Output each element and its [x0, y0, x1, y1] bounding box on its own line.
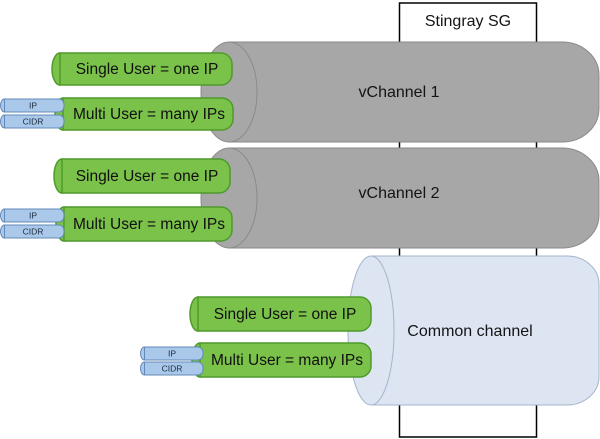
- group3-ip-label: IP: [168, 349, 176, 359]
- vchannel2-label: vChannel 2: [359, 185, 440, 202]
- common-channel-cylinder-body: [370, 255, 600, 406]
- group2-single-user-pipe-body: [61, 158, 231, 194]
- group2-single-user-label: Single User = one IP: [76, 168, 219, 185]
- group2-cidr-label: CIDR: [23, 227, 44, 237]
- group3-single-user-pipe-body: [197, 296, 372, 332]
- group2-cidr-pipe-body: [4, 224, 65, 239]
- group1-cidr-label: CIDR: [23, 117, 44, 127]
- vchannel1-label: vChannel 1: [359, 84, 440, 101]
- group1-single-user-pipe-body: [59, 52, 233, 86]
- group3-pipes: Single User = one IP Multi User = many I…: [140, 296, 372, 378]
- vchannel2-cylinder: vChannel 2: [200, 147, 600, 249]
- group3-cidr-label: CIDR: [162, 364, 183, 374]
- group2-pipes: Single User = one IP Multi User = many I…: [0, 158, 233, 242]
- group3-multi-user-pipe-body: [199, 342, 372, 378]
- group3-cidr-pipe-body: [144, 361, 204, 376]
- group1-cidr-pipe-body: [4, 114, 65, 129]
- group3-ip-pipe-body: [144, 346, 204, 361]
- vchannel2-cylinder-body: [228, 147, 600, 249]
- group1-multi-user-pipe-body: [62, 97, 234, 131]
- common-channel-label: Common channel: [407, 323, 532, 340]
- group2-ip-pipe-body: [4, 208, 65, 223]
- group1-multi-user-label: Multi User = many IPs: [73, 106, 225, 123]
- group1-single-user-label: Single User = one IP: [76, 61, 219, 78]
- stingray-sg-label: Stingray SG: [425, 13, 511, 30]
- group1-ip-label: IP: [29, 101, 37, 111]
- group2-multi-user-label: Multi User = many IPs: [73, 216, 225, 233]
- vchannel1-cylinder: vChannel 1: [200, 41, 600, 143]
- group3-single-user-label: Single User = one IP: [214, 306, 357, 323]
- group3-multi-user-label: Multi User = many IPs: [211, 352, 363, 369]
- vchannel1-cylinder-body: [228, 41, 600, 143]
- group1-ip-pipe-body: [4, 98, 65, 113]
- group2-ip-label: IP: [29, 211, 37, 221]
- group2-multi-user-pipe-body: [63, 206, 233, 242]
- common-channel-cylinder: Common channel: [347, 255, 600, 406]
- group1-pipes: Single User = one IP Multi User = many I…: [0, 52, 234, 131]
